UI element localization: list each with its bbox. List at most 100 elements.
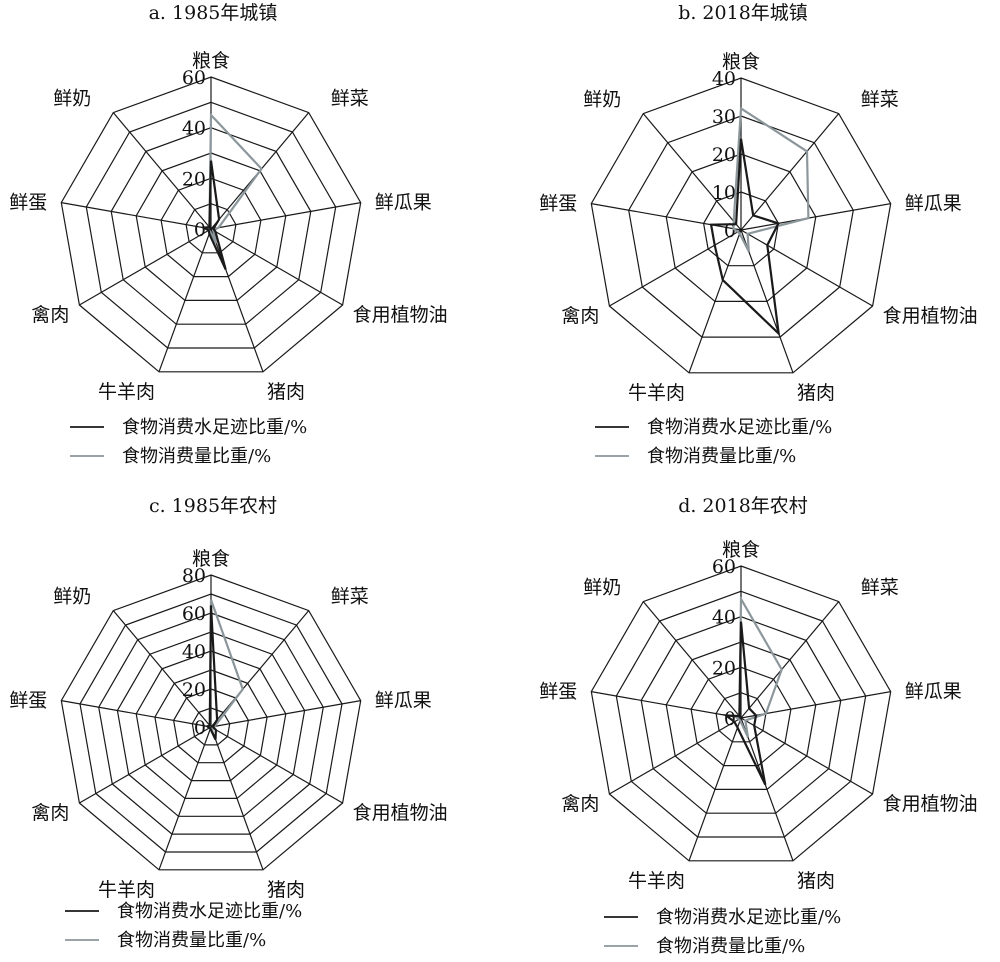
category-label: 鲜奶 <box>583 89 621 111</box>
grid-spoke <box>210 228 343 306</box>
category-label: 鲜菜 <box>861 89 899 111</box>
grid-spoke <box>61 700 212 728</box>
category-label: 鲜菜 <box>861 577 899 599</box>
category-label: 猪肉 <box>267 879 305 901</box>
grid-ring <box>590 77 892 374</box>
grid-ring <box>160 177 262 278</box>
radar-grid <box>60 76 362 373</box>
radar-chart-c: c. 1985年农村020406080粮食鲜菜鲜瓜果食用植物油猪肉牛羊肉禽肉鲜蛋… <box>9 495 447 951</box>
legend-label: 食物消费水足迹比重/% <box>656 907 841 928</box>
category-label: 牛羊肉 <box>98 879 155 901</box>
category-label: 禽肉 <box>31 802 69 824</box>
chart-title: b. 2018年城镇 <box>678 2 808 24</box>
category-label: 禽肉 <box>561 793 599 815</box>
grid-spoke <box>740 203 891 231</box>
grid-spoke <box>740 229 794 374</box>
tick-label: 60 <box>712 556 736 578</box>
grid-ring <box>590 565 892 862</box>
grid-spoke <box>591 203 742 231</box>
grid-spoke <box>158 228 212 373</box>
grid-ring <box>135 650 287 800</box>
grid-ring <box>640 616 842 814</box>
tick-label: 30 <box>712 106 736 128</box>
grid-spoke <box>609 229 742 307</box>
grid-spoke <box>79 228 212 306</box>
tick-label: 40 <box>712 68 736 90</box>
legend-label: 食物消费水足迹比重/% <box>122 417 307 438</box>
grid-spoke <box>688 229 742 374</box>
tick-label: 20 <box>712 657 736 679</box>
tick-label: 40 <box>712 607 736 629</box>
chart-title: a. 1985年城镇 <box>149 2 278 24</box>
grid-ring <box>191 707 231 746</box>
category-label: 猪肉 <box>267 381 305 403</box>
tick-label: 20 <box>182 679 206 701</box>
radar-chart-a: a. 1985年城镇0204060粮食鲜菜鲜瓜果食用植物油猪肉牛羊肉禽肉鲜蛋鲜奶… <box>9 2 447 467</box>
grid-ring <box>702 191 780 267</box>
category-label: 鲜菜 <box>331 586 369 608</box>
category-label: 牛羊肉 <box>98 381 155 403</box>
category-label: 鲜蛋 <box>9 192 47 214</box>
grid-ring <box>615 590 867 838</box>
grid-ring <box>135 152 287 301</box>
tick-label: 40 <box>182 641 206 663</box>
tick-label: 80 <box>182 565 206 587</box>
series-water-footprint-line <box>205 605 219 740</box>
grid-ring <box>665 153 817 302</box>
grid-spoke <box>158 726 212 871</box>
radar-grid <box>590 77 892 374</box>
grid-ring <box>116 631 306 817</box>
category-label: 粮食 <box>192 548 230 570</box>
legend-label: 食物消费量比重/% <box>647 446 796 467</box>
legend-label: 食物消费水足迹比重/% <box>117 901 302 922</box>
tick-label: 0 <box>194 219 206 241</box>
grid-spoke <box>688 717 742 862</box>
grid-ring <box>715 692 767 743</box>
tick-label: 40 <box>182 118 206 140</box>
grid-ring <box>690 666 792 767</box>
series-water-footprint-line <box>722 621 767 786</box>
category-label: 鲜瓜果 <box>375 192 432 214</box>
tick-label: 10 <box>712 182 736 204</box>
category-label: 鲜奶 <box>583 577 621 599</box>
category-label: 禽肉 <box>561 305 599 327</box>
grid-spoke <box>740 717 794 862</box>
legend-label: 食物消费水足迹比重/% <box>647 417 832 438</box>
radar-chart-b: b. 2018年城镇010203040粮食鲜菜鲜瓜果食用植物油猪肉牛羊肉禽肉鲜蛋… <box>539 2 977 467</box>
category-label: 禽肉 <box>31 304 69 326</box>
grid-ring <box>185 203 237 254</box>
grid-ring <box>98 612 324 835</box>
grid-spoke <box>61 202 212 230</box>
tick-label: 60 <box>182 603 206 625</box>
category-label: 鲜瓜果 <box>905 681 962 703</box>
grid-spoke <box>609 717 742 795</box>
grid-spoke <box>112 610 212 728</box>
tick-label: 20 <box>712 144 736 166</box>
radar-grid <box>60 574 362 871</box>
category-label: 鲜蛋 <box>539 681 577 703</box>
legend-label: 食物消费量比重/% <box>122 446 271 467</box>
grid-spoke <box>740 717 873 795</box>
grid-spoke <box>210 700 361 728</box>
chart-title: d. 2018年农村 <box>678 495 808 517</box>
grid-spoke <box>740 229 873 307</box>
grid-ring <box>79 593 343 853</box>
category-label: 鲜蛋 <box>9 690 47 712</box>
grid-spoke <box>740 113 840 231</box>
grid-spoke <box>740 601 840 719</box>
category-label: 食用植物油 <box>883 305 978 327</box>
series-water-footprint-line <box>709 138 781 337</box>
grid-spoke <box>79 726 212 804</box>
grid-spoke <box>112 112 212 230</box>
tick-label: 0 <box>194 717 206 739</box>
category-label: 粮食 <box>722 539 760 561</box>
grid-ring <box>110 127 312 325</box>
category-label: 鲜瓜果 <box>375 690 432 712</box>
grid-spoke <box>591 691 742 719</box>
category-label: 粮食 <box>192 50 230 72</box>
category-label: 鲜瓜果 <box>905 193 962 215</box>
grid-spoke <box>210 202 361 230</box>
grid-ring <box>665 641 817 791</box>
category-label: 鲜奶 <box>53 586 91 608</box>
